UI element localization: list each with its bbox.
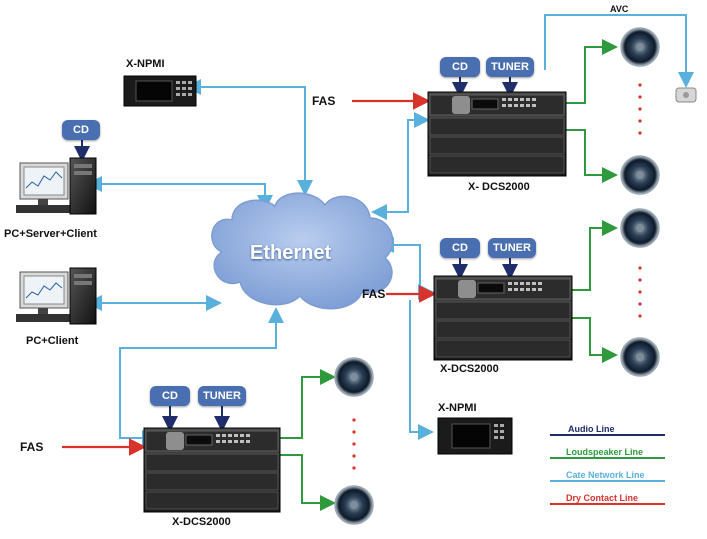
legend-dry-contact-line: Dry Contact Line (566, 493, 639, 503)
ethernet-cloud (211, 192, 394, 310)
net-npmi-top (185, 79, 313, 196)
legend-loudspeaker-line: Loudspeaker Line (566, 447, 644, 457)
speaker-icon (620, 27, 660, 67)
npmi-unit-bottom (437, 417, 513, 455)
avc-sensor-icon (675, 87, 697, 103)
legend-network-line: Cate Network Line (566, 470, 645, 480)
speaker-ellipsis (352, 83, 642, 470)
net-avc (544, 14, 694, 88)
spk-top-1 (566, 39, 618, 104)
tuner-button-bot: TUNER (198, 386, 246, 406)
legend-audio-line: Audio Line (568, 424, 615, 434)
net-dcs-bottom (119, 307, 284, 446)
fas-label-top: FAS (312, 94, 336, 108)
spk-top-2 (566, 129, 618, 183)
spk-mid-1 (572, 220, 618, 291)
npmi-bottom-label: X-NPMI (438, 402, 477, 414)
cd-button-bot: CD (150, 386, 190, 406)
speaker-icon (334, 357, 374, 397)
speaker-icon (620, 208, 660, 248)
net-dcs-middle (378, 237, 434, 300)
speaker-icon (334, 485, 374, 525)
cd-button-top: CD (440, 57, 480, 77)
ethernet-label: Ethernet (250, 242, 332, 264)
speaker-icon (620, 155, 660, 195)
speaker-icons (334, 27, 660, 525)
speaker-icon (620, 337, 660, 377)
net-dcs-top (371, 112, 430, 220)
net-npmi-bottom (409, 300, 434, 440)
dcs-rack-top (427, 91, 567, 177)
legend-lines (550, 434, 665, 505)
fas-label-mid: FAS (362, 287, 386, 301)
dcs-bottom-label: X-DCS2000 (172, 516, 231, 528)
dcs-rack-middle (433, 275, 573, 361)
spk-mid-2 (572, 317, 618, 363)
pc-server-label: PC+Server+Client (4, 228, 97, 240)
network-lines (86, 14, 694, 446)
tuner-button-top: TUNER (486, 57, 534, 77)
fas-label-bot: FAS (20, 440, 44, 454)
avc-label: AVC (610, 4, 629, 14)
audio-lines (74, 77, 518, 432)
pc-client (16, 267, 97, 325)
pc-client-label: PC+Client (26, 335, 79, 347)
dcs-top-label: X- DCS2000 (468, 181, 530, 193)
npmi-top-label: X-NPMI (126, 58, 165, 70)
cd-button-mid: CD (440, 238, 480, 258)
cd-button-pc: CD (62, 120, 100, 140)
spk-bot-1 (280, 369, 336, 439)
npmi-unit-top (123, 75, 197, 107)
dcs-rack-bottom (143, 427, 281, 513)
dcs-middle-label: X-DCS2000 (440, 363, 499, 375)
speaker-lines (280, 39, 618, 511)
tuner-button-mid: TUNER (488, 238, 536, 258)
fas-lines (62, 92, 437, 456)
pc-server-client (16, 157, 97, 215)
spk-bot-2 (280, 454, 336, 511)
net-pc-server (86, 176, 273, 211)
